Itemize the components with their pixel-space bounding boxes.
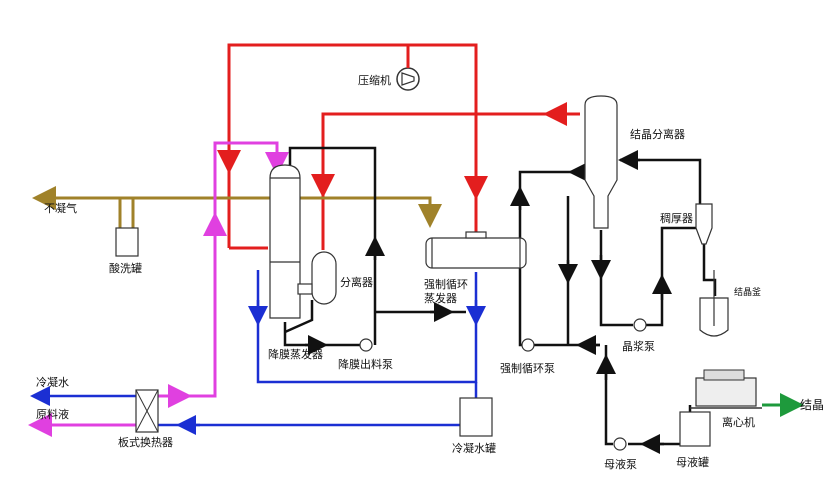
forced-loop-up xyxy=(518,170,585,272)
centrifuge-icon xyxy=(690,369,762,409)
separator-link xyxy=(284,300,314,334)
label-compressor: 压缩机 xyxy=(358,73,391,87)
falling-film-pump xyxy=(359,338,373,352)
condensate-water-tank xyxy=(459,397,493,437)
plate-exchanger-icon xyxy=(135,389,159,433)
steam-loop-top xyxy=(227,43,478,248)
separator-vessel xyxy=(311,251,337,305)
label-centrifuge: 离心机 xyxy=(722,415,755,429)
mother-liquor-tank xyxy=(679,411,711,447)
label-crystallizer-kettle: 结晶釜 xyxy=(734,286,761,298)
falling-film-top-return xyxy=(288,146,377,345)
label-crystal-product: 结晶 xyxy=(800,398,824,412)
steam-separator-return xyxy=(321,112,580,250)
label-falling-film-pump: 降膜出料泵 xyxy=(338,357,393,371)
label-thickener: 稠厚器 xyxy=(660,211,693,225)
mother-return xyxy=(604,345,613,446)
label-noncondensable: 不凝气 xyxy=(44,201,77,215)
thickener-vessel xyxy=(695,203,713,245)
label-crystal-separator: 结晶分离器 xyxy=(630,127,685,141)
acid-wash-tank xyxy=(115,227,139,257)
label-plate-exchanger: 板式换热器 xyxy=(118,435,173,449)
process-lines xyxy=(283,146,717,454)
vapor-header xyxy=(40,196,432,214)
cooling-lines xyxy=(30,270,486,435)
label-acid-wash-tank: 酸洗罐 xyxy=(109,261,142,275)
slurry-pump xyxy=(633,318,647,332)
label-separator: 分离器 xyxy=(340,275,373,289)
vapor-lines xyxy=(32,186,442,228)
label-slurry-pump: 晶浆泵 xyxy=(622,339,655,353)
label-mother-pump: 母液泵 xyxy=(604,457,637,471)
labels: 压缩机 结晶分离器 不凝气 酸洗罐 稠厚器 结晶釜 分离器 强制循环 蒸发器 降… xyxy=(36,73,824,471)
label-forced-pump: 强制循环泵 xyxy=(500,362,555,375)
label-forced-evaporator-1: 强制循环 xyxy=(424,278,468,291)
label-cooling-water: 冷凝水 xyxy=(36,375,69,389)
pump-icon xyxy=(359,318,647,451)
slurry-to-thickener xyxy=(646,226,700,327)
condensate-collect xyxy=(256,270,478,384)
label-falling-film-evaporator: 降膜蒸发器 xyxy=(268,347,323,361)
forced-evap-out xyxy=(518,272,600,347)
separator-link-box xyxy=(297,283,313,295)
vessels xyxy=(115,95,729,447)
label-condensate-tank: 冷凝水罐 xyxy=(452,441,496,455)
falling-film-evaporator xyxy=(269,164,301,319)
crystal-sep-overflow xyxy=(620,158,702,204)
thickener-to-kettle xyxy=(702,244,717,296)
label-raw-liquid: 原料液 xyxy=(36,407,69,421)
falling-film-bottom xyxy=(283,322,360,347)
feed-lines xyxy=(28,141,289,437)
compressor-icon xyxy=(396,67,420,91)
label-mother-tank: 母液罐 xyxy=(676,455,709,469)
steam-lines xyxy=(217,43,580,250)
forced-circulation-pump xyxy=(521,338,535,352)
mother-liquor-pump xyxy=(613,437,627,451)
forced-circulation-evaporator xyxy=(425,237,527,269)
crystal-separator-vessel xyxy=(584,95,618,229)
label-forced-evaporator-2: 蒸发器 xyxy=(424,291,457,305)
slurry-line xyxy=(599,278,633,327)
